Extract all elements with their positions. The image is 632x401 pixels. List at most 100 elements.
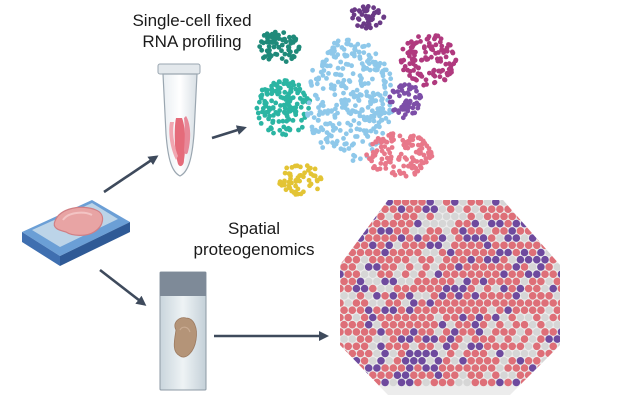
spatial-spot <box>405 320 414 329</box>
spatial-spot <box>352 255 361 264</box>
spatial-spot <box>528 248 537 257</box>
spatial-spot <box>508 342 516 351</box>
cell-dot <box>421 82 427 88</box>
spatial-spot <box>373 263 381 271</box>
spatial-spot <box>414 292 422 300</box>
spatial-spot <box>459 255 467 264</box>
cell-dot <box>312 166 318 172</box>
spatial-spot <box>566 285 574 293</box>
spatial-spot <box>483 328 492 336</box>
spatial-spot <box>418 357 426 365</box>
spatial-spot <box>401 357 410 365</box>
cell-dot <box>366 42 371 48</box>
spatial-spot <box>414 234 422 242</box>
spatial-spot <box>397 263 406 271</box>
arrow-to-slide <box>99 268 147 306</box>
cell-dot <box>259 47 265 53</box>
spatial-spot <box>364 320 373 329</box>
cell-dot <box>281 30 287 35</box>
spatial-spot <box>524 357 533 365</box>
cell-dot <box>443 54 449 60</box>
cell-dot <box>269 91 274 97</box>
cell-dot <box>312 173 318 179</box>
spatial-spot <box>340 241 344 250</box>
spatial-spot <box>574 343 582 351</box>
spatial-spot <box>479 349 488 358</box>
spatial-spot <box>557 299 560 307</box>
spatial-spot <box>397 277 406 286</box>
spatial-spot <box>524 270 533 279</box>
spatial-spot <box>455 292 463 300</box>
spatial-spot <box>566 299 574 307</box>
spatial-spot <box>348 248 357 257</box>
spatial-spot <box>418 371 426 380</box>
spatial-spot <box>520 219 529 228</box>
spatial-spot <box>479 263 488 271</box>
spatial-spot <box>553 335 560 343</box>
cell-dot <box>432 79 438 85</box>
spatial-spot <box>553 248 560 257</box>
cell-dot <box>368 101 374 107</box>
spatial-spot <box>356 263 365 271</box>
spatial-spot <box>393 328 402 336</box>
cell-dot <box>274 52 280 57</box>
cell-dot <box>380 130 386 136</box>
cell-dot <box>364 152 369 158</box>
spatial-spot <box>557 241 560 250</box>
cell-dot <box>364 129 369 135</box>
spatial-spot <box>512 219 521 228</box>
cell-dot <box>311 130 317 136</box>
spatial-spot <box>487 306 496 315</box>
spatial-spot <box>500 342 508 351</box>
cell-dot <box>351 118 357 123</box>
cell-dot <box>288 40 294 46</box>
spatial-spot <box>360 357 369 365</box>
spatial-spot <box>389 364 398 372</box>
spatial-spot <box>574 198 582 206</box>
cell-dot <box>264 91 270 97</box>
spatial-spot <box>570 263 578 271</box>
spatial-spot <box>348 205 357 213</box>
spatial-spot <box>524 371 533 380</box>
spatial-spot <box>352 342 361 351</box>
spatial-spot <box>389 263 398 271</box>
spatial-spot <box>471 219 480 228</box>
cell-dot <box>357 54 363 59</box>
spatial-spot <box>389 320 398 329</box>
spatial-spot-map <box>340 198 582 395</box>
spatial-spot <box>545 263 553 271</box>
cell-dot <box>294 163 300 169</box>
spatial-spot <box>438 219 447 228</box>
spatial-spot <box>475 241 484 250</box>
spatial-spot <box>438 364 447 372</box>
cell-dot <box>433 33 439 39</box>
spatial-spot <box>570 321 578 329</box>
spatial-spot <box>377 227 385 235</box>
spatial-spot <box>405 263 414 271</box>
spatial-spot <box>459 284 467 293</box>
cell-dot <box>343 131 349 137</box>
spatial-spot <box>508 284 516 293</box>
spatial-spot <box>487 364 496 372</box>
spatial-spot <box>566 198 574 206</box>
cell-dot <box>333 106 338 112</box>
cell-dot <box>402 82 408 88</box>
cell-dot <box>371 118 377 124</box>
spatial-spot <box>570 306 578 314</box>
spatial-spot <box>553 234 560 242</box>
cell-dot <box>282 170 288 176</box>
cell-dot <box>365 105 371 110</box>
spatial-label-line2: proteogenomics <box>193 240 315 259</box>
spatial-spot <box>381 292 389 300</box>
spatial-spot <box>385 227 394 235</box>
spatial-spot <box>471 263 480 271</box>
spatial-spot <box>508 212 516 221</box>
spatial-spot <box>574 256 582 264</box>
cell-dot <box>390 131 396 137</box>
cell-dot <box>391 89 397 95</box>
cell-dot <box>331 54 337 60</box>
spatial-spot <box>541 313 549 322</box>
spatial-spot <box>369 270 377 279</box>
spatial-spot <box>566 270 574 278</box>
cell-dot <box>322 59 327 65</box>
